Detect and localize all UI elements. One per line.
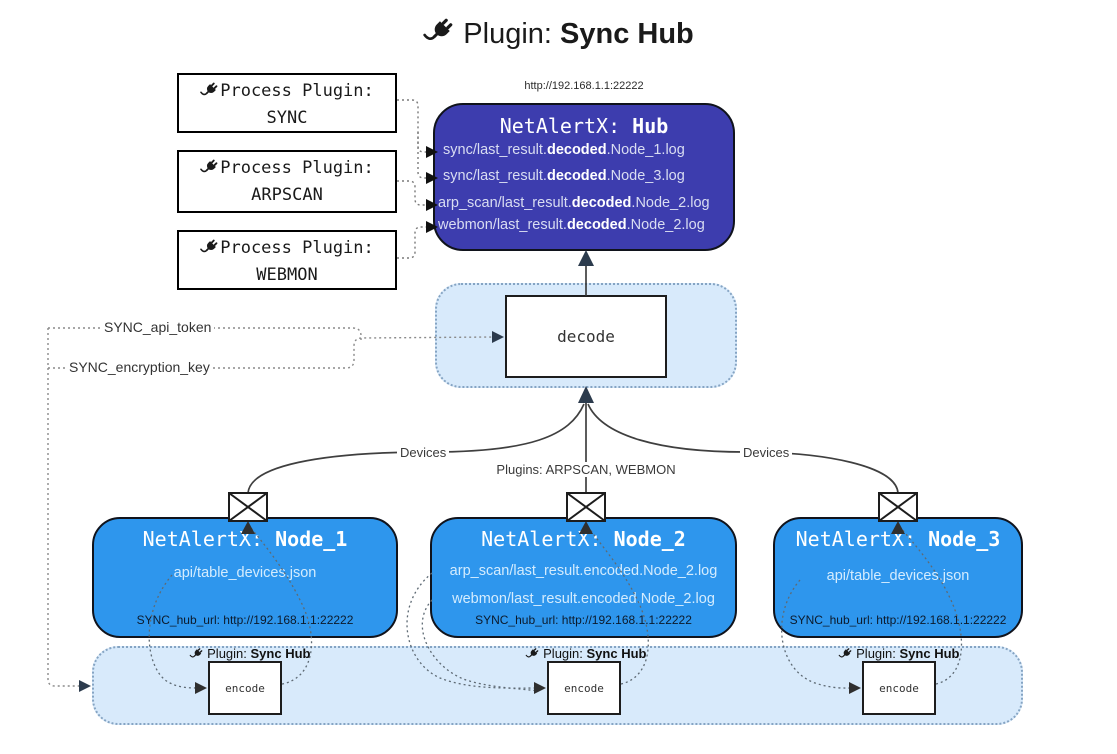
plug-icon xyxy=(423,14,457,48)
band-label-prefix: Plugin: xyxy=(207,646,251,661)
log-pre: arp_scan/last_result. xyxy=(438,195,572,211)
encode-box: encode xyxy=(208,661,282,715)
node-title: NetAlertX: Node_2 xyxy=(432,527,735,551)
process-plugin-label: Process Plugin: xyxy=(220,158,374,178)
hub-log-line: sync/last_result.decoded.Node_3.log xyxy=(443,168,733,188)
log-post: .Node_1.log xyxy=(606,142,685,158)
band-plugin-label: Plugin: Sync Hub xyxy=(525,646,647,661)
log-post: .Node_3.log xyxy=(606,168,685,184)
page-title: Plugin: Sync Hub xyxy=(0,14,1117,51)
decode-box: decode xyxy=(505,295,667,378)
band-plugin-label: Plugin: Sync Hub xyxy=(189,646,311,661)
hub-log-line: sync/last_result.decoded.Node_1.log xyxy=(443,142,733,162)
node-title-prefix: NetAlertX: xyxy=(481,527,614,551)
band-label-prefix: Plugin: xyxy=(856,646,900,661)
sync-api-token-label: SYNC_api_token xyxy=(101,319,215,335)
sync-encryption-key-label: SYNC_encryption_key xyxy=(66,359,213,375)
node-sync-hub-url: SYNC_hub_url: http://192.168.1.1:22222 xyxy=(136,613,354,627)
node-title-name: Node_2 xyxy=(613,527,686,551)
process-plugin-name: ARPSCAN xyxy=(251,185,323,205)
band-label-bold: Sync Hub xyxy=(899,646,960,661)
encode-box: encode xyxy=(547,661,621,715)
connector-nodes-to-decode xyxy=(247,402,899,494)
log-post: .Node_2.log xyxy=(631,195,710,211)
devices-label-right: Devices xyxy=(740,445,793,460)
node-title: NetAlertX: Node_1 xyxy=(94,527,396,551)
process-plugin-label: Process Plugin: xyxy=(220,81,374,101)
hub-title: NetAlertX: Hub xyxy=(433,114,735,138)
process-plugin-box-webmon: Process Plugin: WEBMON xyxy=(177,230,397,290)
decode-in-arrowhead xyxy=(578,386,594,403)
hub-log-line: webmon/last_result.decoded.Node_2.log xyxy=(438,217,728,237)
log-bold: decoded xyxy=(546,142,607,158)
log-bold: decoded xyxy=(546,168,607,184)
page-title-bold: Sync Hub xyxy=(560,18,694,50)
hub-log-line: arp_scan/last_result.decoded.Node_2.log xyxy=(438,195,728,215)
log-bold: decoded xyxy=(571,195,632,211)
encode-label: encode xyxy=(879,681,919,695)
band-label-bold: Sync Hub xyxy=(250,646,311,661)
node-1-box: NetAlertX: Node_1 api/table_devices.json… xyxy=(92,517,398,638)
node-file: arp_scan/last_result.encoded.Node_2.log xyxy=(449,563,718,579)
band-label-bold: Sync Hub xyxy=(586,646,647,661)
hub-box xyxy=(433,103,735,251)
plug-icon xyxy=(838,646,853,661)
encode-box: encode xyxy=(862,661,936,715)
encode-label: encode xyxy=(564,681,604,695)
process-plugin-box-sync: Process Plugin: SYNC xyxy=(177,73,397,133)
encode-label: encode xyxy=(225,681,265,695)
node-title-prefix: NetAlertX: xyxy=(142,527,276,551)
node-title-name: Node_3 xyxy=(928,527,1001,551)
hub-url: http://192.168.1.1:22222 xyxy=(524,80,644,92)
process-plugin-box-arpscan: Process Plugin: ARPSCAN xyxy=(177,150,397,213)
node-title: NetAlertX: Node_3 xyxy=(775,527,1021,551)
hub-title-name: Hub xyxy=(632,114,669,138)
plug-icon xyxy=(189,646,204,661)
process-plugin-name: WEBMON xyxy=(256,265,318,285)
node-title-prefix: NetAlertX: xyxy=(795,527,929,551)
node-title-name: Node_1 xyxy=(275,527,348,551)
plug-icon xyxy=(200,80,220,100)
plugins-label: Plugins: ARPSCAN, WEBMON xyxy=(493,462,679,477)
log-bold: decoded xyxy=(566,217,627,233)
plug-icon xyxy=(200,157,220,177)
node-sync-hub-url: SYNC_hub_url: http://192.168.1.1:22222 xyxy=(789,613,1007,627)
decode-label: decode xyxy=(557,327,615,346)
band-secret-arrowhead xyxy=(79,680,91,692)
node-file: api/table_devices.json xyxy=(826,568,970,584)
log-pre: sync/last_result. xyxy=(443,168,547,184)
node-sync-hub-url: SYNC_hub_url: http://192.168.1.1:22222 xyxy=(475,613,692,627)
plug-icon xyxy=(200,237,220,257)
node-file: webmon/last_result.encoded.Node_2.log xyxy=(452,591,715,607)
band-label-prefix: Plugin: xyxy=(543,646,587,661)
process-plugin-name: SYNC xyxy=(266,108,308,128)
hub-title-prefix: NetAlertX: xyxy=(499,114,633,138)
connector-plugins-to-hub xyxy=(397,99,426,259)
process-plugin-label: Process Plugin: xyxy=(220,238,374,258)
page-title-prefix: Plugin: xyxy=(463,18,561,50)
plug-icon xyxy=(525,646,540,661)
log-post: .Node_2.log xyxy=(626,217,705,233)
devices-label-left: Devices xyxy=(397,445,450,460)
node-3-box: NetAlertX: Node_3 api/table_devices.json… xyxy=(773,517,1023,638)
log-pre: sync/last_result. xyxy=(443,142,547,158)
band-plugin-label: Plugin: Sync Hub xyxy=(838,646,960,661)
node-file: api/table_devices.json xyxy=(173,565,317,581)
node-2-box: NetAlertX: Node_2 arp_scan/last_result.e… xyxy=(430,517,737,638)
log-pre: webmon/last_result. xyxy=(438,217,567,233)
